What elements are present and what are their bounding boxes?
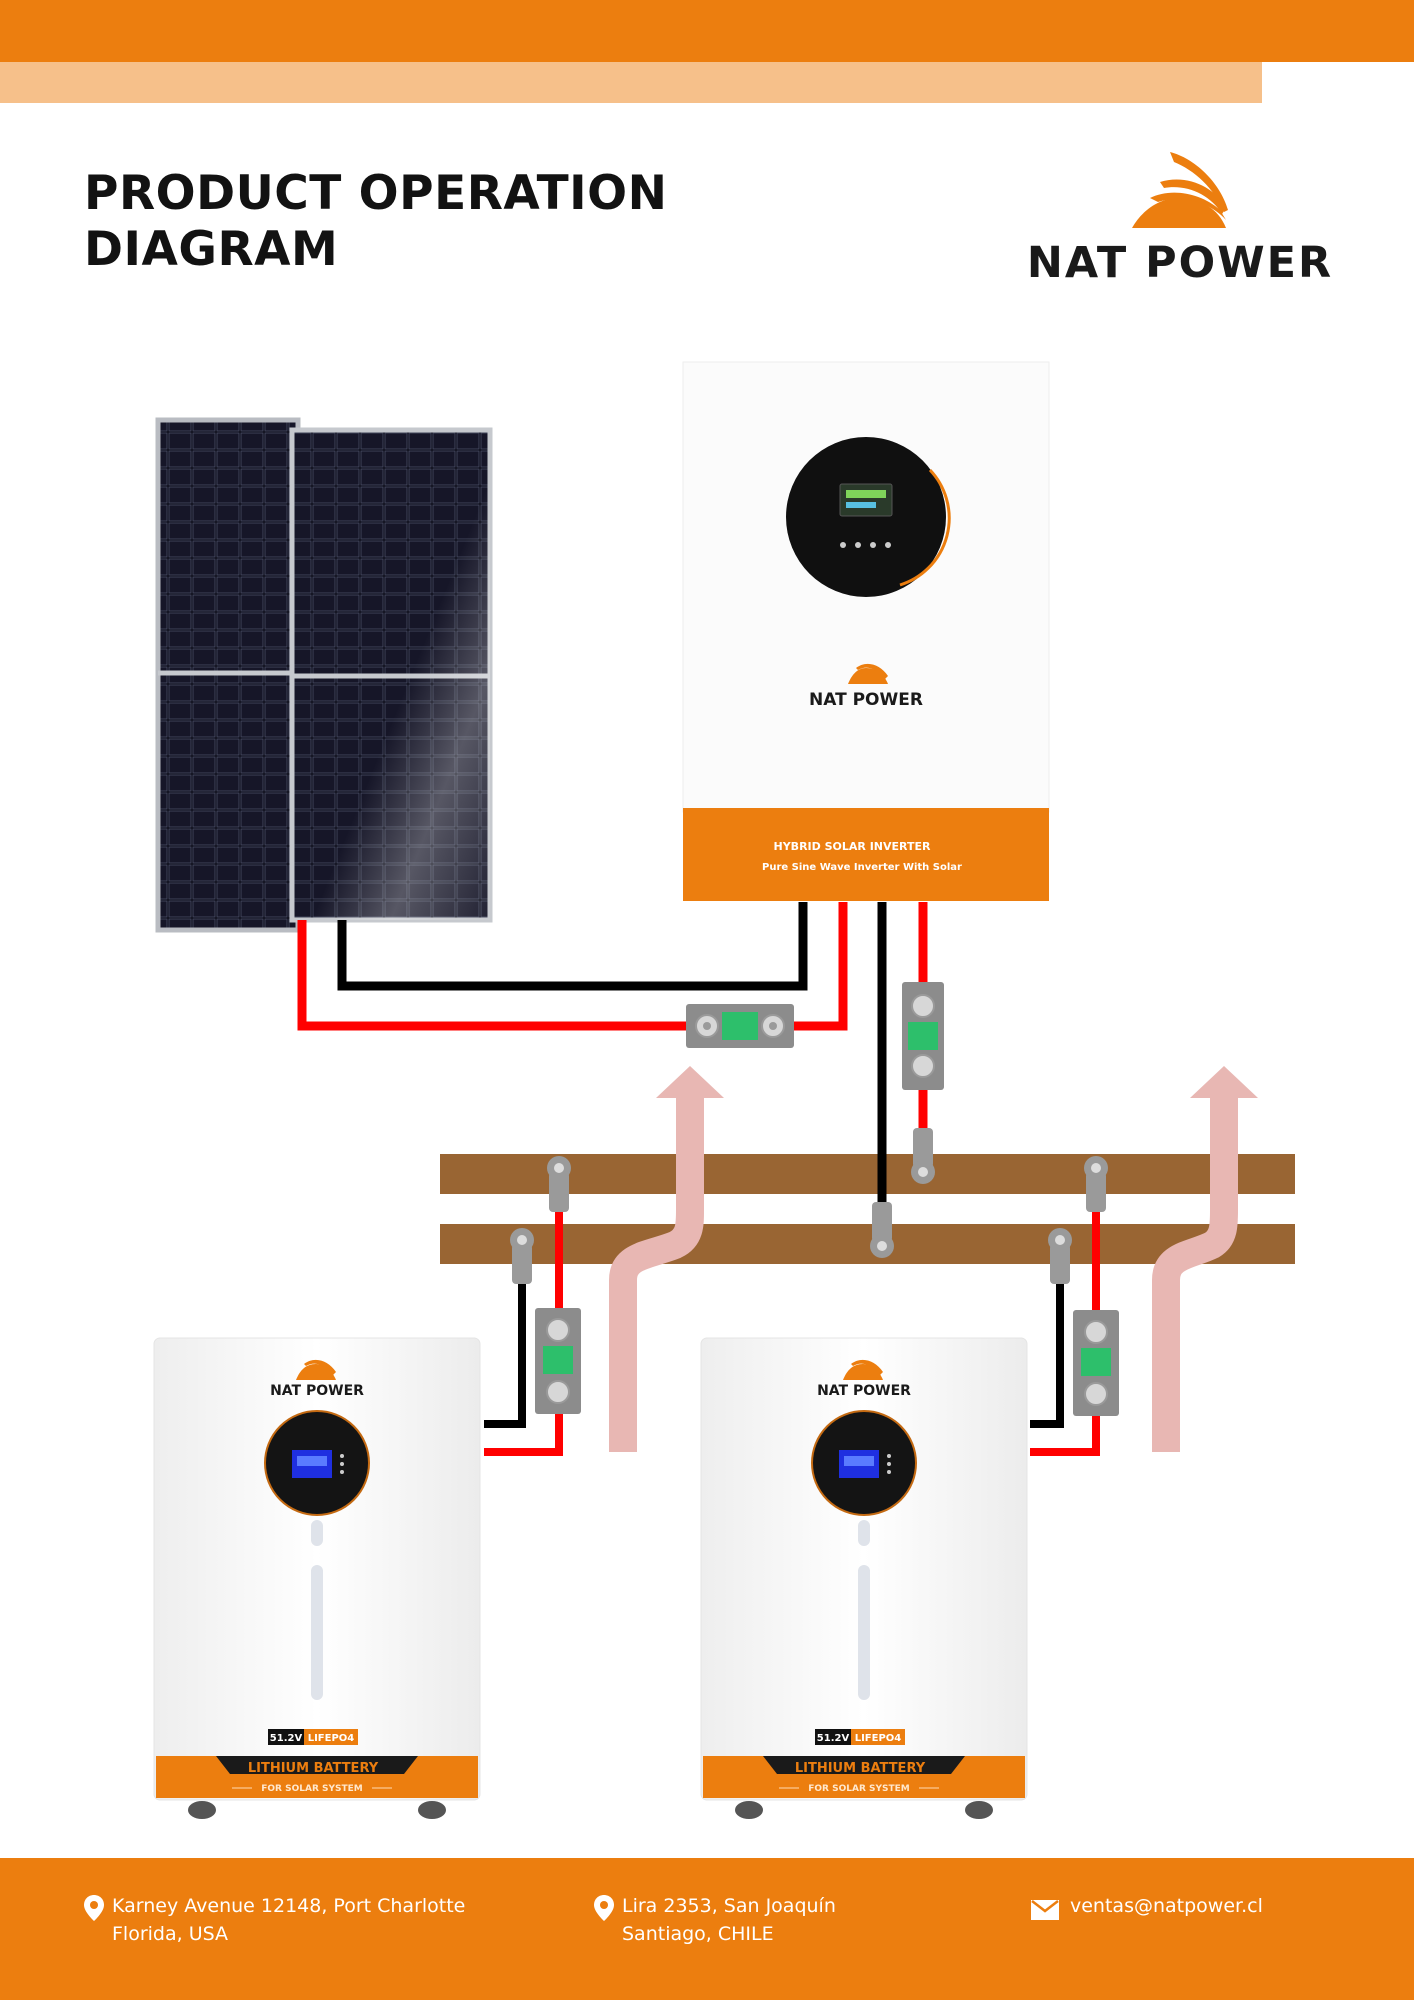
page-title-line1: PRODUCT OPERATION: [84, 166, 668, 221]
pv-positive-wire: [297, 920, 690, 1031]
page-title: PRODUCT OPERATION DIAGRAM: [84, 166, 667, 278]
battery2-wiring: [1030, 1156, 1119, 1456]
inverter-label-title: HYBRID SOLAR INVERTER: [774, 840, 931, 853]
lithium-battery-2: NAT POWER 51.2V LIFEPO4 LITHIUM BATTERY …: [700, 1337, 1028, 1819]
location-pin-icon: [594, 1895, 614, 1921]
inverter-lcd-screen: [839, 483, 893, 517]
battery1-voltage: 51.2V: [270, 1733, 303, 1744]
power-flow-arrow-left: [609, 1066, 724, 1452]
footer-email-link[interactable]: ventas@natpower.cl: [1070, 1895, 1263, 1917]
footer-address-chile-line2: Santiago, CHILE: [622, 1923, 774, 1945]
brand-logo-icon: [1132, 152, 1228, 228]
battery2-chemistry: LIFEPO4: [855, 1733, 902, 1744]
battery2-brand: NAT POWER: [817, 1383, 911, 1399]
inverter-battery-wiring: [870, 902, 944, 1258]
pv-wiring: [297, 902, 848, 1031]
top-accent-bar: [0, 62, 1262, 103]
email-icon: [1031, 1900, 1059, 1920]
battery1-label: LITHIUM BATTERY: [248, 1761, 379, 1776]
footer-address-usa-line1: Karney Avenue 12148, Port Charlotte: [112, 1895, 466, 1917]
inverter-label-subtitle: Pure Sine Wave Inverter With Solar: [762, 862, 962, 873]
power-flow-arrow-right: [1152, 1066, 1258, 1452]
pv-negative-wire: [337, 902, 808, 991]
battery2-sublabel: FOR SOLAR SYSTEM: [808, 1784, 910, 1794]
inverter-brand: NAT POWER: [809, 690, 923, 710]
lithium-battery-1: NAT POWER 51.2V LIFEPO4 LITHIUM BATTERY …: [153, 1337, 481, 1819]
busbar-negative: [440, 1224, 1295, 1264]
battery1-chemistry: LIFEPO4: [308, 1733, 355, 1744]
brand-name: NAT POWER: [1026, 238, 1334, 288]
page-title-line2: DIAGRAM: [84, 222, 339, 277]
footer-address-usa-line2: Florida, USA: [112, 1923, 229, 1945]
hybrid-inverter: NAT POWER HYBRID SOLAR INVERTER Pure Sin…: [682, 361, 1050, 901]
battery1-sublabel: FOR SOLAR SYSTEM: [261, 1784, 363, 1794]
inverter-display-dial: [786, 437, 946, 597]
busbar-positive: [440, 1154, 1295, 1194]
inverter-label-band: [683, 808, 1049, 901]
footer-address-chile-line1: Lira 2353, San Joaquín: [622, 1895, 836, 1917]
pv-fuse: [686, 1004, 794, 1048]
battery2-label: LITHIUM BATTERY: [795, 1761, 926, 1776]
battery1-wiring: [484, 1156, 581, 1456]
top-banner: [0, 0, 1414, 62]
footer: Karney Avenue 12148, Port Charlotte Flor…: [0, 1858, 1414, 2000]
battery1-brand: NAT POWER: [270, 1383, 364, 1399]
brand-logo: NAT POWER: [1010, 148, 1350, 288]
solar-panel-array: [155, 417, 493, 933]
battery2-voltage: 51.2V: [817, 1733, 850, 1744]
location-pin-icon: [84, 1895, 104, 1921]
